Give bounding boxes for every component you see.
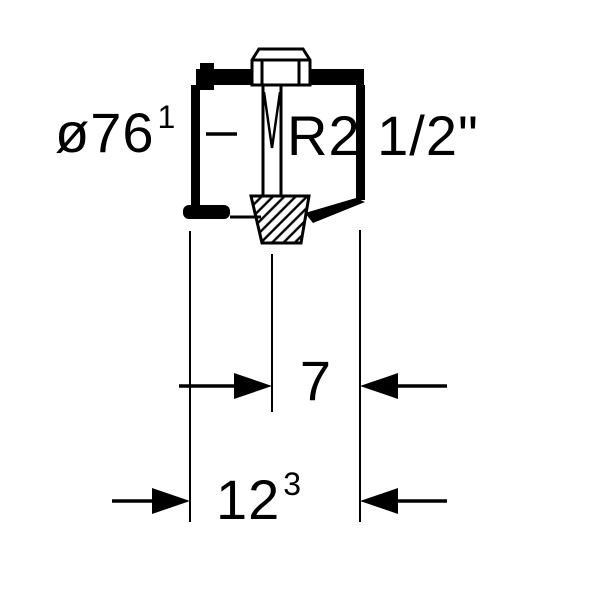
right-taper [305, 198, 365, 223]
diameter-value: ø76 [55, 101, 155, 164]
dimension-line-12 [112, 488, 447, 514]
fitting-outline [183, 47, 365, 223]
dim12-right-arrowhead-icon [360, 488, 398, 514]
dimension-7-value: 7 [299, 349, 333, 412]
dim12-left-arrowhead-icon [152, 488, 190, 514]
right-wall [356, 85, 365, 200]
bore-cone [262, 91, 282, 149]
dimension-12-superscript: 3 [283, 466, 302, 502]
dimension-7-label: 7 [272, 353, 360, 409]
dim7-right-arrowhead-icon [360, 373, 398, 399]
dimension-line-7 [179, 373, 447, 399]
left-wall [191, 85, 200, 207]
diameter-superscript: 1 [157, 99, 176, 135]
thread-size-value: R2 1/2" [287, 104, 479, 167]
thread-size-label: R2 1/2" [287, 108, 479, 164]
dimension-12-value: 12 [216, 468, 281, 531]
left-grip-nub [200, 63, 214, 90]
hatched-cross-section [249, 194, 311, 245]
extension-lines [189, 230, 361, 522]
dimension-12-label: 123 [216, 468, 301, 528]
dim7-left-arrowhead-icon [234, 373, 272, 399]
diameter-label: ø761 [55, 101, 175, 161]
bottom-flange [183, 205, 230, 219]
